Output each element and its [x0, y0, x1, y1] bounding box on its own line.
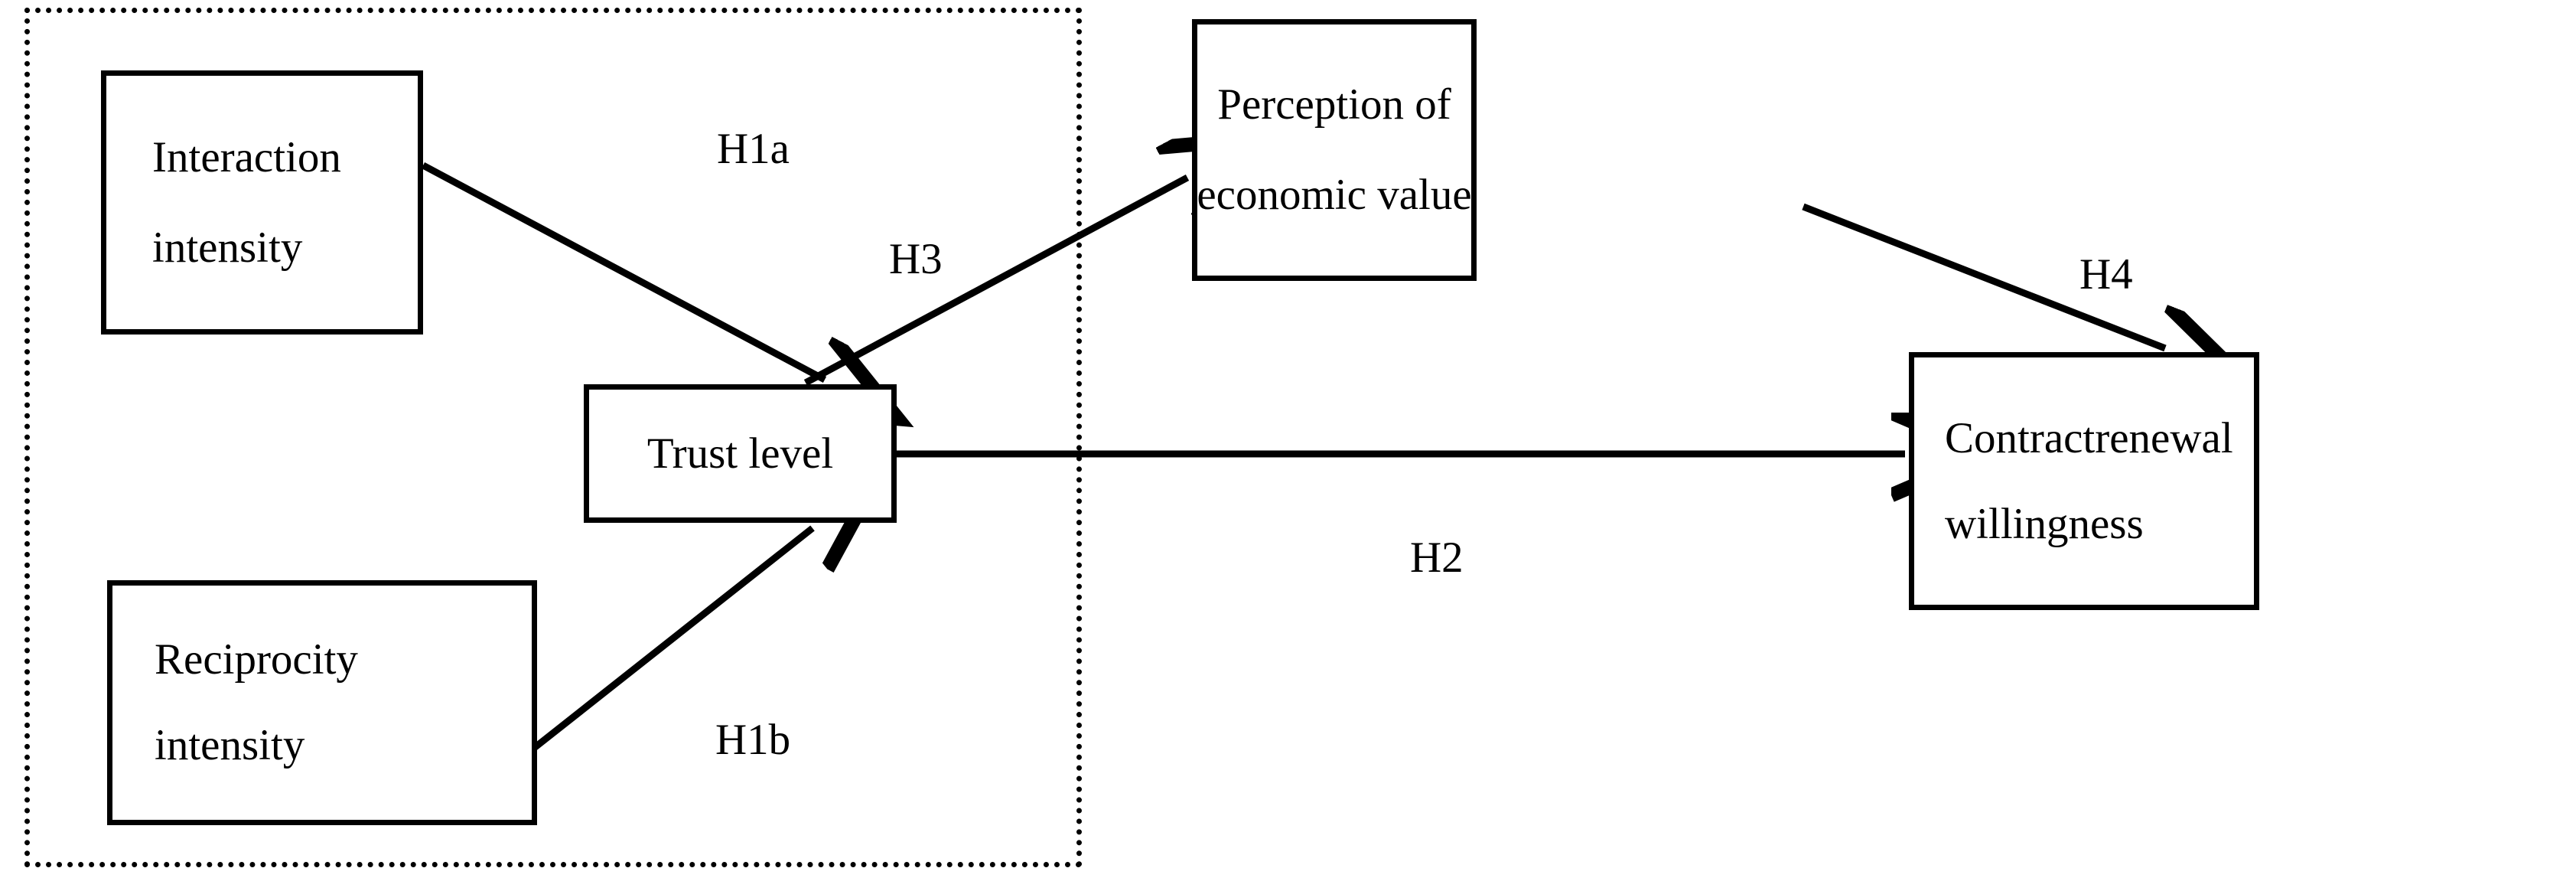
node-contract-renewal-willingness-line1: Contract renewal	[1945, 413, 2233, 462]
node-reciprocity-intensity-line1: Reciprocity	[155, 635, 358, 684]
edge-h3	[803, 178, 1187, 386]
edge-label-h3: H3	[889, 235, 943, 283]
edge-label-h4: H4	[2079, 250, 2133, 299]
node-reciprocity-intensity-line2: intensity	[155, 721, 305, 769]
edge-h1a	[421, 162, 825, 380]
node-trust-level-line1: Trust level	[646, 429, 834, 478]
node-interaction-intensity-line1: Interaction	[152, 132, 341, 181]
edge-label-h1a: H1a	[717, 125, 790, 173]
node-interaction-intensity-line2: intensity	[152, 223, 303, 272]
node-reciprocity-intensity[interactable]: Reciprocity intensity	[107, 580, 537, 825]
node-perception-economic-value-line1: Perception of	[1217, 80, 1451, 129]
node-interaction-intensity[interactable]: Interaction intensity	[101, 70, 423, 335]
node-perception-economic-value-line2: economic value	[1197, 171, 1472, 219]
relational-embedding-boundary	[24, 8, 1082, 867]
edge-label-h2: H2	[1410, 534, 1464, 582]
node-perception-economic-value[interactable]: Perception of economic value	[1192, 19, 1477, 281]
node-contract-renewal-willingness-word2: renewal	[2095, 413, 2233, 462]
node-trust-level[interactable]: Trust level	[584, 384, 897, 523]
node-contract-renewal-willingness-word1: Contract	[1945, 413, 2096, 462]
edge-h1b	[527, 528, 813, 755]
node-contract-renewal-willingness-line2: willingness	[1945, 499, 2144, 548]
node-contract-renewal-willingness[interactable]: Contract renewal willingness	[1909, 352, 2259, 610]
edge-h4	[1802, 203, 2165, 348]
edge-label-h1b: H1b	[715, 716, 791, 764]
